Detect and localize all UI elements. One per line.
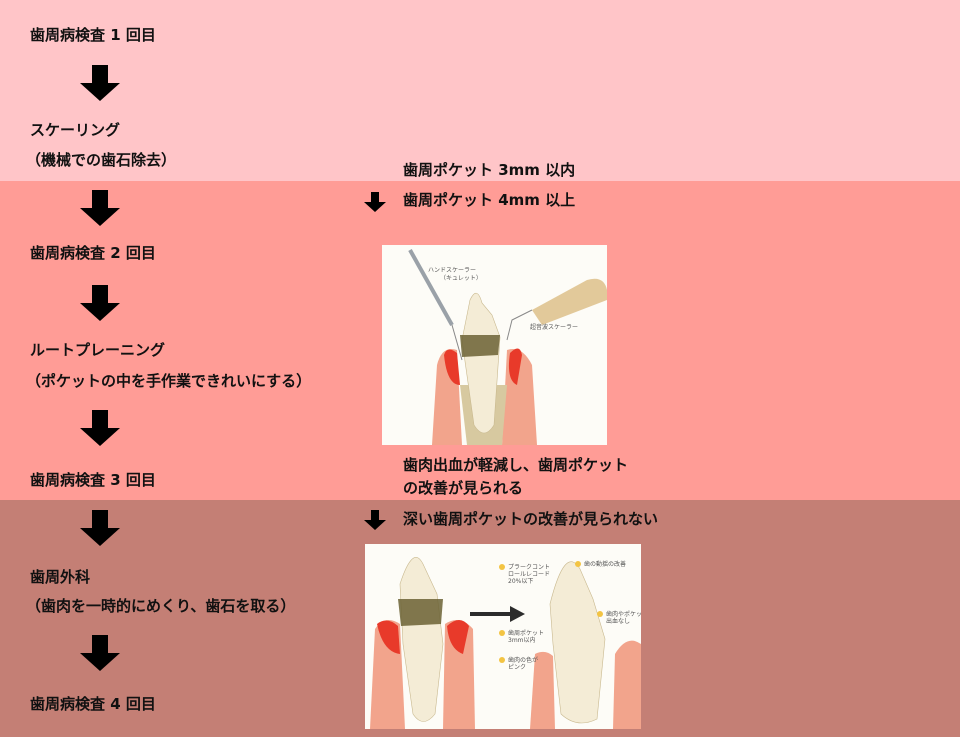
band-initial bbox=[0, 0, 960, 181]
step-exam-4: 歯周病検査 4 回目 bbox=[30, 695, 156, 713]
step-exam-3: 歯周病検査 3 回目 bbox=[30, 471, 156, 489]
step-root-planing: ルートプレーニング bbox=[30, 341, 166, 359]
note-not-improved: 深い歯周ポケットの改善が見られない bbox=[403, 510, 659, 528]
surgery-result-illustration: プラークコント ロールレコード 20%以下 歯の動揺の改善 歯肉やポケット 出血… bbox=[365, 544, 641, 729]
label-pocket-2: 3mm以内 bbox=[508, 636, 536, 644]
label-plaque-1: プラークコント bbox=[508, 564, 550, 571]
note-improved-line1: 歯肉出血が軽減し、歯周ポケット bbox=[403, 456, 629, 474]
small-down-arrow-icon bbox=[364, 510, 386, 530]
step-scaling-desc: （機械での歯石除去） bbox=[26, 151, 177, 169]
label-bleeding-2: 出血なし bbox=[606, 617, 630, 625]
small-down-arrow-icon bbox=[364, 192, 386, 212]
label-plaque-2: ロールレコード bbox=[508, 571, 550, 578]
step-surgery: 歯周外科 bbox=[30, 568, 91, 586]
label-mobility: 歯の動揺の改善 bbox=[584, 560, 626, 568]
scaling-illustration: ハンドスケーラー （キュレット） 超音波スケーラー bbox=[382, 245, 607, 445]
down-arrow-icon bbox=[80, 285, 120, 321]
step-exam-1: 歯周病検査 1 回目 bbox=[30, 26, 156, 44]
down-arrow-icon bbox=[80, 190, 120, 226]
label-bleeding-1: 歯肉やポケット bbox=[606, 610, 641, 618]
label-ultrasonic-scaler: 超音波スケーラー bbox=[530, 323, 578, 331]
note-pocket-deep: 歯周ポケット 4mm 以上 bbox=[403, 191, 576, 209]
down-arrow-icon bbox=[80, 410, 120, 446]
label-gum-color-1: 歯肉の色が bbox=[508, 656, 538, 664]
label-plaque-3: 20%以下 bbox=[508, 578, 533, 585]
label-pocket-1: 歯周ポケット bbox=[508, 629, 544, 637]
label-hand-scaler: ハンドスケーラー bbox=[428, 267, 476, 274]
note-pocket-ok: 歯周ポケット 3mm 以内 bbox=[403, 161, 576, 179]
step-scaling: スケーリング bbox=[30, 121, 121, 139]
down-arrow-icon bbox=[80, 510, 120, 546]
down-arrow-icon bbox=[80, 65, 120, 101]
label-curette: （キュレット） bbox=[440, 275, 482, 282]
step-root-planing-desc: （ポケットの中を手作業できれいにする） bbox=[26, 372, 312, 390]
down-arrow-icon bbox=[80, 635, 120, 671]
label-gum-color-2: ピンク bbox=[508, 664, 526, 671]
step-exam-2: 歯周病検査 2 回目 bbox=[30, 244, 156, 262]
note-improved-line2: の改善が見られる bbox=[403, 479, 524, 497]
step-surgery-desc: （歯肉を一時的にめくり、歯石を取る） bbox=[26, 597, 296, 615]
